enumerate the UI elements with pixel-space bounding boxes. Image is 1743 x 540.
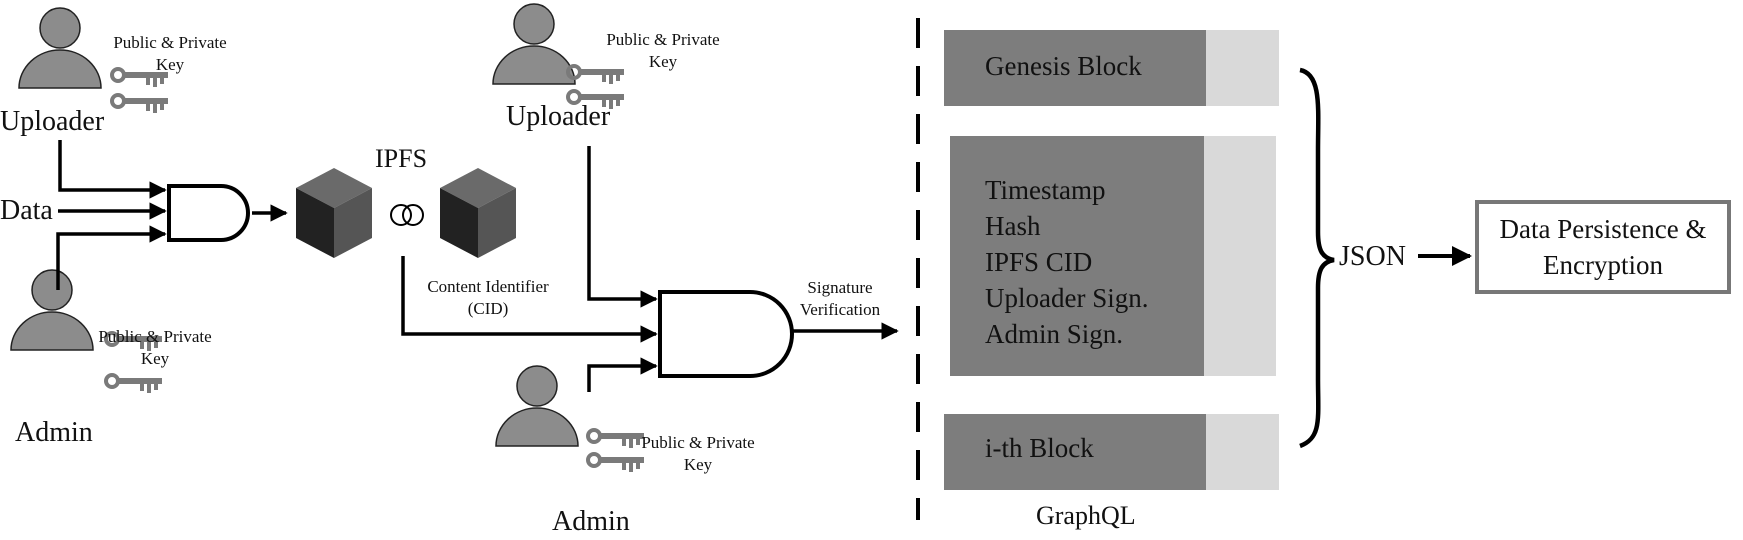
uploader-person-icon-middle xyxy=(492,3,576,85)
uploader-to-gate-line xyxy=(58,140,167,199)
ipfs-link-icon xyxy=(390,204,424,226)
ith-block-label: i-th Block xyxy=(985,433,1094,463)
field-hash: Hash xyxy=(985,211,1041,241)
key-icon xyxy=(110,93,170,115)
persistence-label: Data Persistence & Encryption xyxy=(1499,214,1707,280)
uploader-label: Uploader xyxy=(0,106,105,137)
field-timestamp: Timestamp xyxy=(985,175,1106,205)
middle-admin-key-label: Public & Private Key xyxy=(641,433,755,475)
curly-brace xyxy=(1299,67,1335,449)
cid-to-gate2-line xyxy=(401,256,658,343)
graphql-label: GraphQL xyxy=(1036,501,1136,530)
ith-block xyxy=(944,414,1279,490)
admin-to-gate-line xyxy=(56,225,167,290)
key-icon xyxy=(104,373,164,395)
ipfs-label: IPFS xyxy=(375,144,428,173)
block-fields: Timestamp Hash IPFS CID Uploader Sign. A… xyxy=(985,172,1148,352)
admin-person-icon-middle xyxy=(495,365,579,447)
middle-admin-label: Admin xyxy=(552,506,630,537)
genesis-block-label: Genesis Block xyxy=(985,51,1142,81)
signature-verification-label: Signature Verification xyxy=(799,278,881,320)
and-gate-signature xyxy=(658,290,794,378)
uploader-key-label: Public & Private Key xyxy=(113,33,227,75)
admin-person-icon xyxy=(10,269,94,351)
field-admin-sign: Admin Sign. xyxy=(985,319,1124,349)
data-label: Data xyxy=(0,195,53,226)
ipfs-cube-icon xyxy=(296,168,372,258)
persistence-box: Data Persistence & Encryption xyxy=(1475,200,1731,294)
middle-uploader-key-label: Public & Private Key xyxy=(606,30,720,72)
uploader-to-gate2-line xyxy=(587,146,658,308)
admin-to-gate2-line xyxy=(587,357,658,392)
middle-uploader-label: Uploader xyxy=(506,101,611,132)
admin-key-label: Public & Private Key xyxy=(98,327,212,369)
ipfs-cube-icon xyxy=(440,168,516,258)
middle-block xyxy=(950,136,1276,376)
field-uploader-sign: Uploader Sign. xyxy=(985,283,1149,313)
genesis-block xyxy=(944,30,1279,106)
admin-label: Admin xyxy=(15,417,93,448)
cid-label: Content Identifier (CID) xyxy=(427,277,549,319)
and-gate-upload xyxy=(167,184,250,242)
json-label: JSON xyxy=(1339,241,1406,272)
uploader-person-icon xyxy=(18,7,102,89)
field-ipfs-cid: IPFS CID xyxy=(985,247,1093,277)
